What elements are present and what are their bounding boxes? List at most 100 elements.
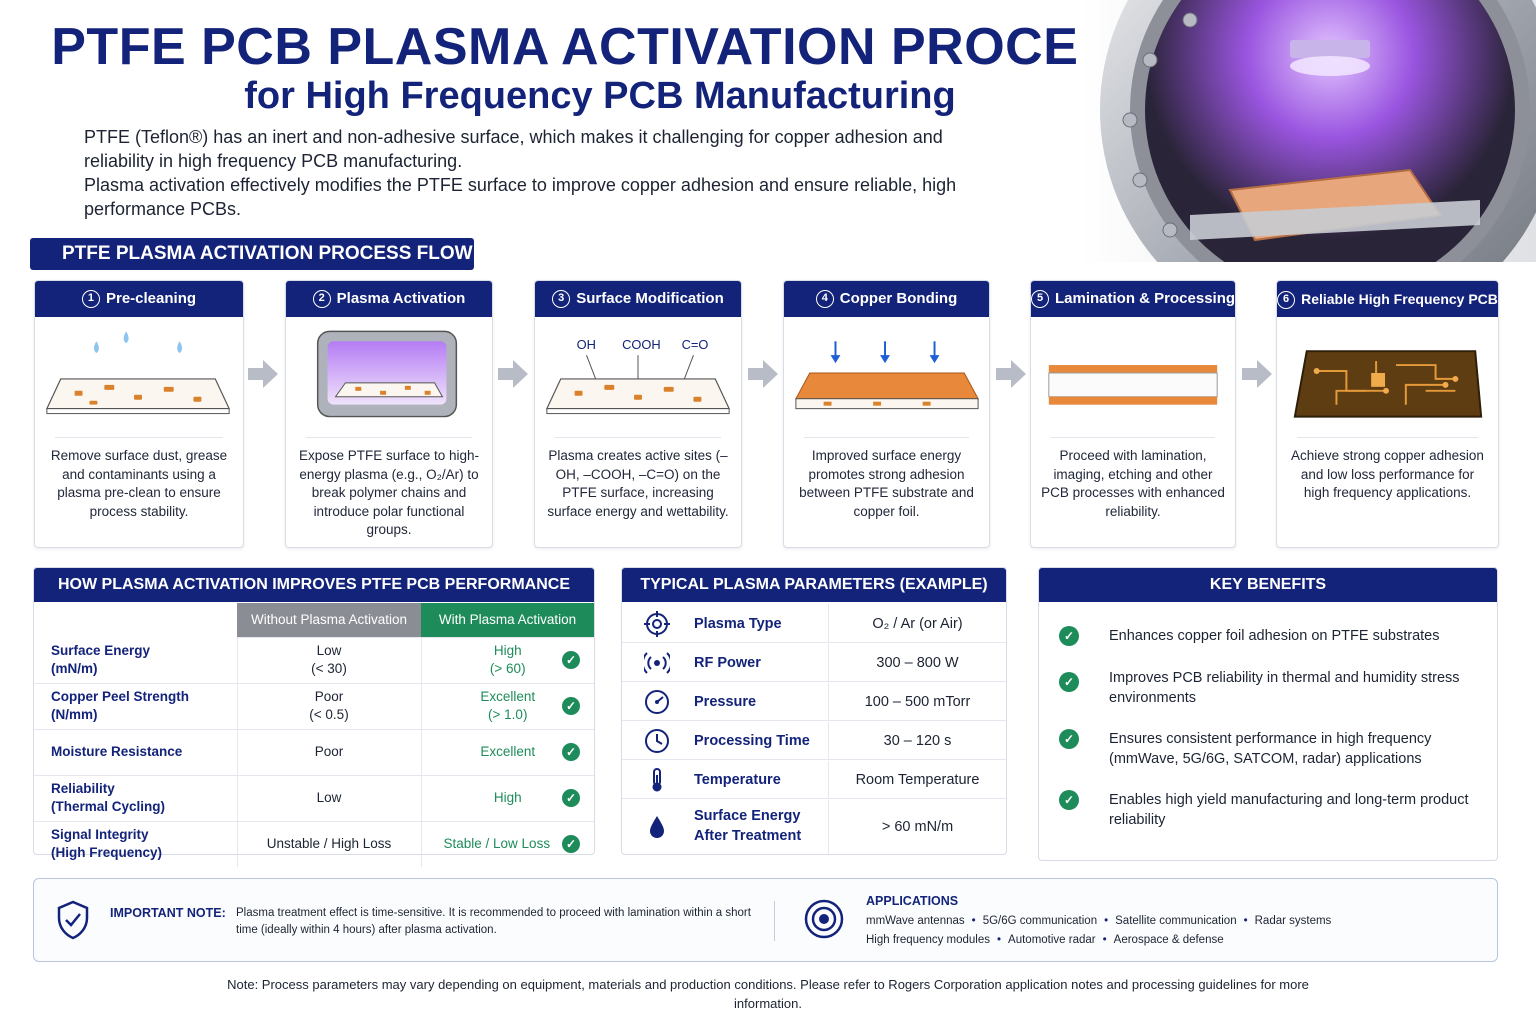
parameter-name: Plasma Type [694, 616, 782, 632]
application-item: High frequency modules [866, 934, 991, 946]
step-header: 5 Lamination & Processing [1031, 281, 1235, 317]
check-icon: ✓ [562, 651, 580, 669]
finished-pcb-illustration [1293, 350, 1483, 418]
comparison-table: Without Plasma Activation With Plasma Ac… [34, 603, 594, 867]
applications-target-icon [804, 899, 844, 939]
parameter-name: Pressure [694, 694, 757, 710]
flow-arrow-icon [248, 360, 278, 388]
parameter-row: RF Power 300 – 800 W [622, 644, 1006, 682]
note-text: Plasma treatment effect is time-sensitiv… [236, 907, 751, 936]
table-row: Signal Integrity(High Frequency) Unstabl… [34, 821, 594, 867]
step-number: 4 [815, 290, 834, 308]
application-item: Radar systems [1254, 915, 1332, 927]
step-description: Remove surface dust, grease and contamin… [50, 448, 228, 519]
page-title: PTFE PCB PLASMA ACTIVATION PROCESS [51, 18, 1149, 76]
applications-line-2: High frequency modules•Automotive radar•… [866, 934, 1224, 946]
important-note-box: IMPORTANT NOTE: Plasma treatment effect … [33, 878, 1498, 962]
parameters-heading: TYPICAL PLASMA PARAMETERS (EXAMPLE) [622, 568, 1006, 602]
parameter-name: Surface Energy After Treatment [694, 808, 802, 844]
check-icon: ✓ [562, 743, 580, 761]
check-icon: ✓ [1059, 729, 1079, 749]
key-benefits-heading: KEY BENEFITS [1039, 568, 1497, 602]
comparison-heading: HOW PLASMA ACTIVATION IMPROVES PTFE PCB … [34, 568, 594, 602]
surface-modification-illustration: OH COOH C=O [545, 337, 731, 415]
with-value: Excellent [480, 744, 536, 759]
parameter-row: Processing Time 30 – 120 s [622, 722, 1006, 760]
application-item: Satellite communication [1115, 915, 1237, 927]
step-title: Lamination & Processing [1055, 290, 1236, 307]
with-value: Stable / Low Loss [443, 836, 551, 852]
key-benefits-panel: KEY BENEFITS ✓ Enhances copper foil adhes… [1038, 567, 1498, 861]
intro-text: PTFE (Teflon®) has an inert and non-adhe… [84, 125, 964, 221]
property-unit: (High Frequency) [51, 845, 163, 861]
applications-line-1: mmWave antennas•5G/6G communication•Sate… [866, 915, 1332, 927]
property-name: Reliability [51, 781, 115, 796]
property-unit: (N/mm) [51, 707, 98, 722]
note-label: IMPORTANT NOTE: [110, 906, 226, 920]
check-icon: ✓ [1059, 790, 1079, 810]
parameter-value: Room Temperature [828, 761, 1006, 798]
check-icon: ✓ [562, 697, 580, 715]
step-title: Copper Bonding [839, 290, 958, 307]
functional-group-label: COOH [622, 337, 661, 352]
table-row: Copper Peel Strength(N/mm) Poor(< 0.5) E… [34, 683, 594, 730]
flow-arrow-icon [996, 360, 1026, 388]
with-subvalue: (> 1.0) [488, 707, 528, 722]
process-step-copper-bonding: 4 Copper Bonding Improved surface energy … [783, 280, 990, 548]
step-description: Achieve strong copper adhesion and low l… [1291, 448, 1484, 500]
without-subvalue: (< 0.5) [309, 707, 349, 722]
copper-bonding-illustration [795, 341, 979, 410]
flow-arrow-icon [1242, 360, 1272, 388]
flow-arrow-icon [748, 360, 778, 388]
with-subvalue: (> 60) [489, 661, 526, 676]
step-header: 4 Copper Bonding [784, 281, 989, 317]
thermometer-icon [652, 768, 662, 792]
parameter-value: 300 – 800 W [828, 644, 1006, 681]
application-item: mmWave antennas [866, 915, 965, 927]
without-subvalue: (< 30) [311, 661, 347, 676]
parameter-value: 30 – 120 s [828, 722, 1006, 759]
step-title: Reliable High Frequency PCB [1301, 291, 1498, 307]
table-row: Moisture Resistance Poor Excellent✓ [34, 729, 594, 776]
parameter-value: > 60 mN/m [828, 800, 1006, 854]
benefit-text: Ensures consistent performance in high f… [1109, 731, 1432, 767]
parameter-value: 100 – 500 mTorr [828, 683, 1006, 720]
step-description: Improved surface energy promotes strong … [799, 448, 974, 519]
check-icon: ✓ [562, 789, 580, 807]
functional-group-label: C=O [682, 337, 709, 352]
gauge-icon [645, 690, 669, 714]
step-description: Plasma creates active sites (–OH, –COOH,… [547, 448, 729, 519]
parameter-row: Pressure 100 – 500 mTorr [622, 683, 1006, 721]
property-name: Surface Energy [51, 642, 151, 658]
parameter-name: RF Power [694, 655, 761, 671]
check-icon: ✓ [562, 835, 580, 854]
without-value: Poor [314, 689, 344, 704]
process-flow-heading: PTFE PLASMA ACTIVATION PROCESS FLOW [30, 238, 474, 270]
without-value: Low [316, 790, 342, 805]
check-icon: ✓ [1059, 672, 1079, 692]
without-value: Poor [314, 744, 344, 759]
step-number: 5 [1031, 290, 1049, 308]
property-unit: (Thermal Cycling) [51, 799, 166, 814]
footnote: Note: Process parameters may vary depend… [227, 977, 1309, 1011]
parameter-row: Plasma Type O₂ / Ar (or Air) [622, 604, 1006, 643]
parameter-row: Surface Energy After Treatment > 60 mN/m [622, 800, 1006, 854]
with-value: High [493, 790, 522, 805]
lamination-stack-illustration [1048, 365, 1218, 405]
table-row: Surface Energy(mN/m) Low(< 30) High(> 60… [34, 637, 594, 684]
plasma-chamber-illustration [316, 330, 458, 418]
comparison-panel: HOW PLASMA ACTIVATION IMPROVES PTFE PCB … [33, 567, 595, 867]
parameters-panel: TYPICAL PLASMA PARAMETERS (EXAMPLE) Plas… [621, 567, 1007, 855]
clock-icon [645, 729, 669, 753]
benefit-text: Enhances copper foil adhesion on PTFE su… [1109, 628, 1440, 644]
pre-cleaning-illustration [45, 331, 231, 415]
flow-arrow-icon [498, 360, 528, 388]
functional-group-label: OH [577, 337, 596, 352]
intro-paragraph-1: PTFE (Teflon®) has an inert and non-adhe… [84, 127, 943, 171]
